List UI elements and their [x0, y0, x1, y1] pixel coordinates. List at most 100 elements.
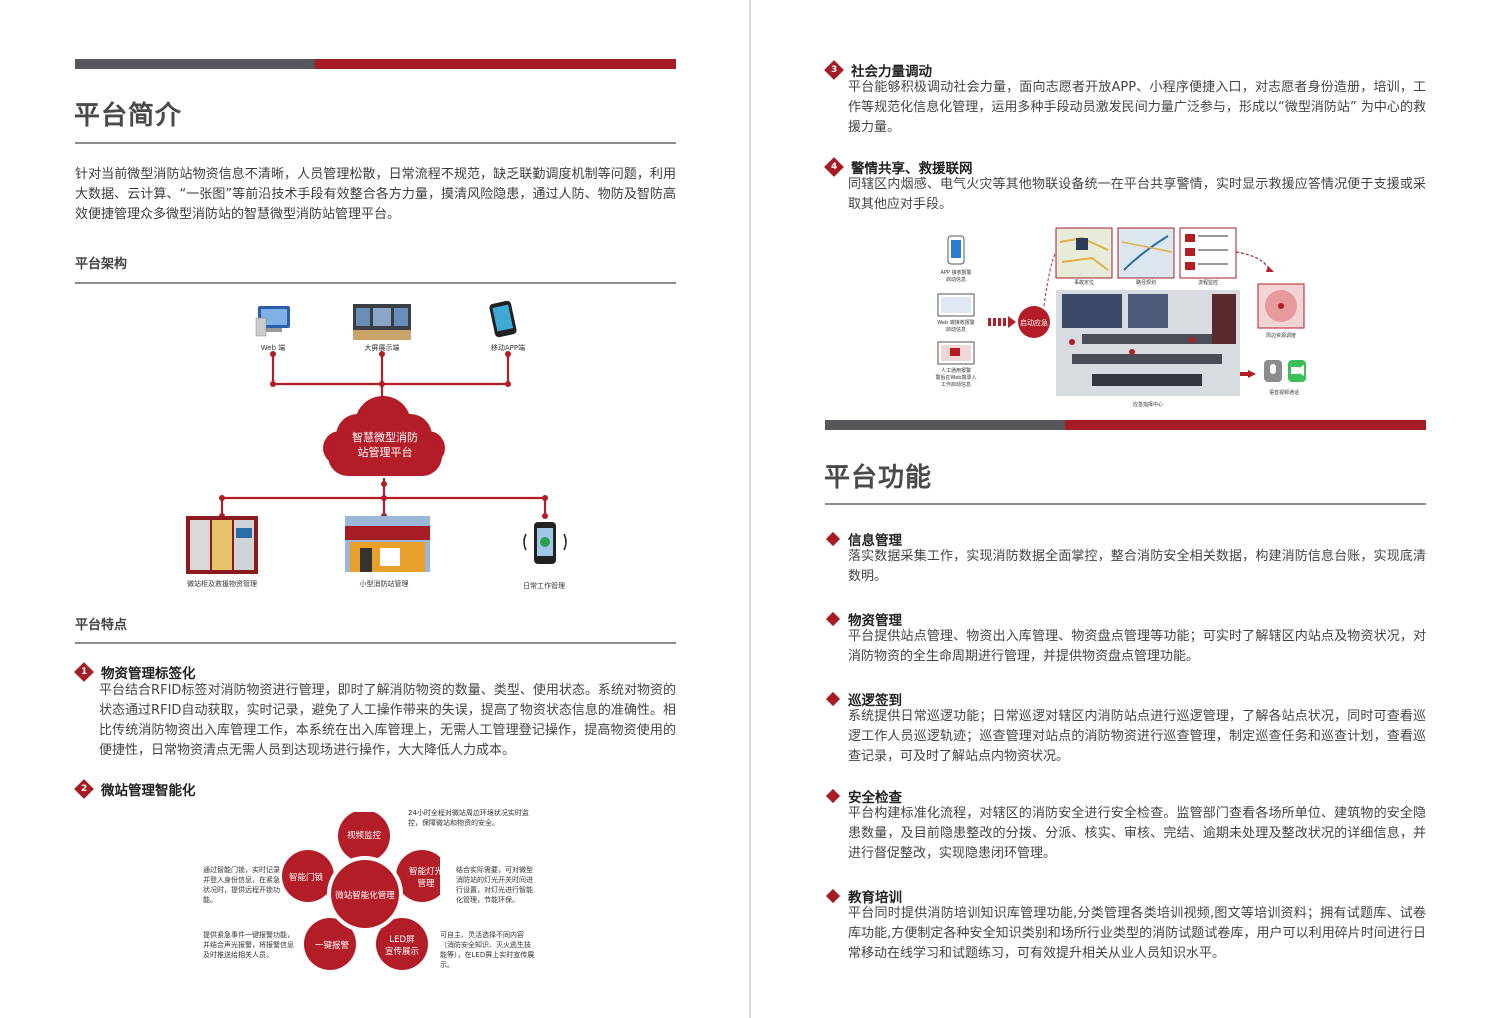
- flower-center: 微站智能化管理: [335, 890, 395, 901]
- app-receive-icon: [947, 235, 965, 265]
- map-2: [1117, 227, 1175, 279]
- feature-1-title-text: 物资管理标签化: [101, 666, 196, 682]
- center-circle: [331, 860, 399, 928]
- function-3-text: 系统提供日常巡逻功能；日常巡逻对辖区内消防站点进行巡逻管理，了解各站点状况，同时…: [848, 709, 1426, 764]
- manual-label-2: 警后在Web端录入: [936, 374, 977, 381]
- top-connectors: [271, 354, 510, 400]
- function-4-text: 平台构建标准化流程，对辖区的消防安全进行安全检查。监管部门查看各场所单位、建筑物…: [848, 806, 1426, 861]
- cabinet-label: 微站柜及救援物资管理: [187, 579, 257, 588]
- map3-label: 流程监控: [1198, 279, 1218, 286]
- feature-1-title: 1 物资管理标签化: [74, 662, 196, 682]
- cloud-line2: 站管理平台: [358, 445, 413, 459]
- map-3: [1179, 227, 1237, 279]
- smart-management-diagram: 微站智能化管理 视频监控 智能灯光 管理 智能门锁 一键报警 LED屏 宣传展示: [282, 812, 440, 970]
- dispatch-diagram: APP 接收报警 启动信息 Web 端接收报警 启动信息 人工通用报警 警后在W…: [936, 227, 1306, 408]
- intro-text: 针对当前微型消防站物资信息不清晰，人员管理松散，日常流程不规范，缺乏联勤调度机制…: [75, 167, 676, 222]
- feature-4-text: 同辖区内烟感、电气火灾等其他物联设备统一在平台共享警情，实时显示救援应答情况便于…: [848, 177, 1426, 212]
- function-4-title-text: 安全检查: [848, 790, 902, 806]
- flower-note-left: 通过智能门锁，实时记录并登入身份信息，在紧急状况时，提供远程开锁功能。: [203, 866, 280, 904]
- feature-1-text: 平台结合RFID标签对消防物资进行管理，即时了解消防物资的数量、类型、使用状态。…: [99, 683, 676, 758]
- func-rule: [825, 503, 1426, 505]
- manual-label-1: 人工通用报警: [941, 367, 971, 374]
- feature-4-title: 4 警情共享、救援联网: [824, 157, 973, 177]
- arch-title: 平台架构: [75, 257, 128, 272]
- station-image: [345, 516, 430, 572]
- number-1-icon: 1: [74, 662, 94, 682]
- big-screen-image: [353, 304, 411, 340]
- func-top-bar: [825, 420, 1426, 430]
- daily-label: 日常工作管理: [523, 581, 565, 590]
- flower-left: 智能门锁: [289, 872, 324, 883]
- cloud-shape: [323, 396, 445, 476]
- app-label-1: APP 接收报警: [940, 269, 971, 276]
- mobile-phone-icon: [489, 300, 517, 338]
- petal-video: [338, 812, 390, 862]
- function-1-title-text: 信息管理: [848, 533, 902, 549]
- map1-label: 事故定位: [1074, 279, 1094, 286]
- flower-bottom-right-1: LED屏: [389, 935, 415, 945]
- features-rule: [75, 642, 676, 644]
- feature-3-title-text: 社会力量调动: [851, 64, 932, 80]
- top-bar: [75, 59, 676, 69]
- screen-label: 大屏展示端: [365, 343, 400, 352]
- connector-dots: [270, 351, 511, 387]
- features-title: 平台特点: [75, 618, 128, 633]
- function-2-text: 平台提供站点管理、物资出入库管理、物资盘点管理等功能；可实时了解辖区内站点及物资…: [848, 629, 1426, 664]
- voice-icon: [1264, 360, 1282, 382]
- web-receive-icon: [937, 293, 975, 317]
- start-label: 启动应急: [1020, 318, 1048, 327]
- start-emergency-circle: [1018, 306, 1050, 338]
- function-4-title: 安全检查: [825, 786, 902, 806]
- function-2-title: 物资管理: [825, 609, 902, 629]
- intro-title: 平台简介: [74, 101, 183, 131]
- flower-note-bottom-right: 可自主、灵活选择不同内容（消防安全知识、灭火逃生技能等），在LED屏上实时宣传展…: [440, 931, 535, 969]
- station-label: 小型消防站管理: [360, 579, 409, 588]
- flower-note-right: 结合实际需要，可对微型消防站的灯光开关时间进行设置，对灯光进行智能化管理，节能环…: [456, 866, 533, 904]
- manual-alarm-icon: [937, 341, 975, 365]
- web-label-1: Web 端接收报警: [937, 319, 975, 326]
- center-label: 应急指挥中心: [1133, 401, 1163, 408]
- architecture-diagram: Web 端 大屏展示端 移动APP端: [186, 300, 567, 590]
- petal-alarm: [304, 918, 356, 970]
- circle-label: 周边资源调度: [1266, 332, 1296, 339]
- func-title: 平台功能: [824, 463, 933, 493]
- function-3-title-text: 巡逻签到: [848, 693, 902, 709]
- flower-note-bottom-left: 提供紧急事件一键报警功能，并结合声光报警，将报警信息及时推送给相关人员。: [203, 931, 294, 959]
- function-1-title: 信息管理: [825, 529, 902, 549]
- flower-bottom-left: 一键报警: [315, 940, 350, 951]
- diamond-bullet-icon: [825, 788, 841, 804]
- flower-right-1: 智能灯光: [409, 866, 440, 877]
- feature-4-title-text: 警情共享、救援联网: [851, 161, 973, 177]
- app-label-2: 启动信息: [946, 276, 966, 283]
- cloud-line1: 智慧微型消防: [352, 430, 418, 444]
- resource-circle-map: [1257, 283, 1305, 329]
- map2-label: 路径规划: [1136, 279, 1156, 286]
- function-5-text: 平台同时提供消防培训知识库管理功能,分类管理各类培训视频,图文等培训资料；拥有试…: [848, 906, 1426, 961]
- app-label: 移动APP端: [491, 343, 525, 352]
- number-2-icon: 2: [74, 779, 94, 799]
- feature-2-title: 2 微站管理智能化: [74, 779, 196, 799]
- flower-top: 视频监控: [347, 830, 382, 841]
- function-2-title-text: 物资管理: [848, 613, 902, 629]
- diamond-bullet-icon: [825, 691, 841, 707]
- cabinet-image: [186, 516, 258, 574]
- petal-lighting: [396, 850, 440, 902]
- function-5-title-text: 教育培训: [848, 890, 902, 906]
- diamond-bullet-icon: [825, 888, 841, 904]
- flower-bottom-right-2: 宣传展示: [385, 946, 419, 957]
- manual-label-3: 工作启动信息: [941, 381, 971, 388]
- feature-2-title-text: 微站管理智能化: [101, 783, 196, 799]
- left-page: 平台简介 针对当前微型消防站物资信息不清晰，人员管理松散，日常流程不规范，缺乏联…: [74, 59, 676, 970]
- web-label: Web 端: [261, 343, 286, 352]
- flower-note-top: 24小时全程对微站周边环境状况实时监控，保障微站和物资的安全。: [408, 809, 529, 827]
- right-page: 3 社会力量调动 平台能够积极调动社会力量，面向志愿者开放APP、小程序便捷入口…: [752, 0, 1500, 1018]
- web-label-2: 启动信息: [946, 326, 966, 333]
- diamond-bullet-icon: [825, 531, 841, 547]
- bottom-dots: [219, 481, 548, 519]
- intro-rule: [75, 142, 676, 144]
- flower-right-2: 管理: [417, 878, 435, 889]
- arch-rule: [75, 282, 676, 284]
- web-icon: [255, 306, 290, 337]
- page-divider: [749, 0, 751, 1018]
- number-4-icon: 4: [824, 157, 844, 177]
